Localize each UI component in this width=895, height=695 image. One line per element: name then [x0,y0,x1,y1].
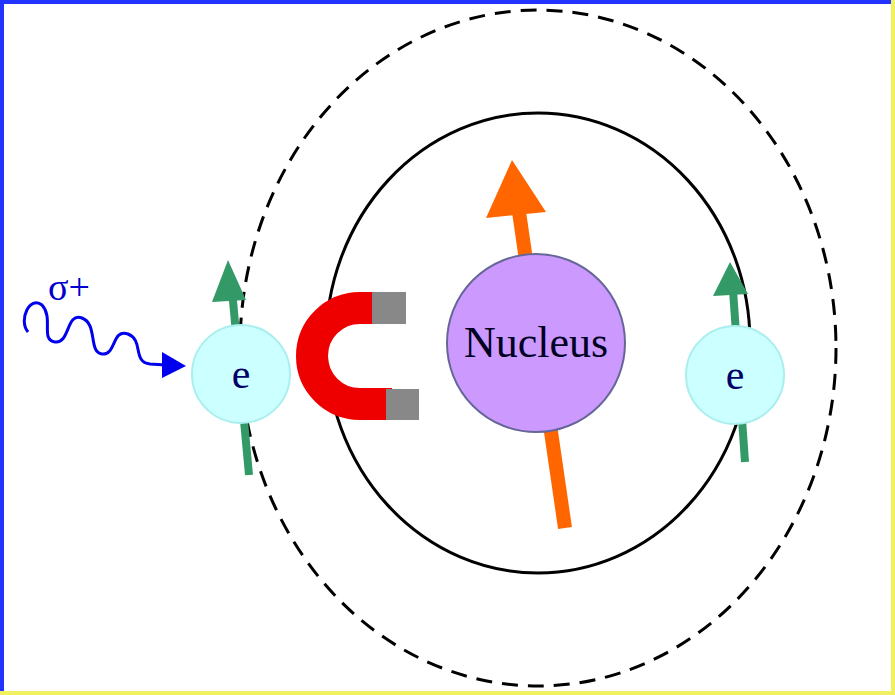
magnet-pole [386,389,419,420]
outer-orbit [240,10,836,686]
photon-arrowhead [162,352,186,378]
frame-right [891,0,895,695]
node-text: e [232,353,251,395]
node-text: Nucleus [464,321,608,365]
frame-top [0,0,895,4]
electron-spin-head [212,260,246,302]
electron-circle: e [191,324,291,424]
magnet-pole [372,292,406,324]
nucleus-circle: Nucleus [446,253,626,433]
frame-bottom [0,691,895,695]
electron-circle: e [685,325,785,425]
polarization-label: σ+ [48,268,90,306]
electron-spin-head [713,262,748,296]
node-text: e [726,354,745,396]
frame-left [0,0,4,695]
nuclear-spin-head [486,160,546,218]
inner-orbit [326,113,750,573]
photon-wave [24,303,166,365]
